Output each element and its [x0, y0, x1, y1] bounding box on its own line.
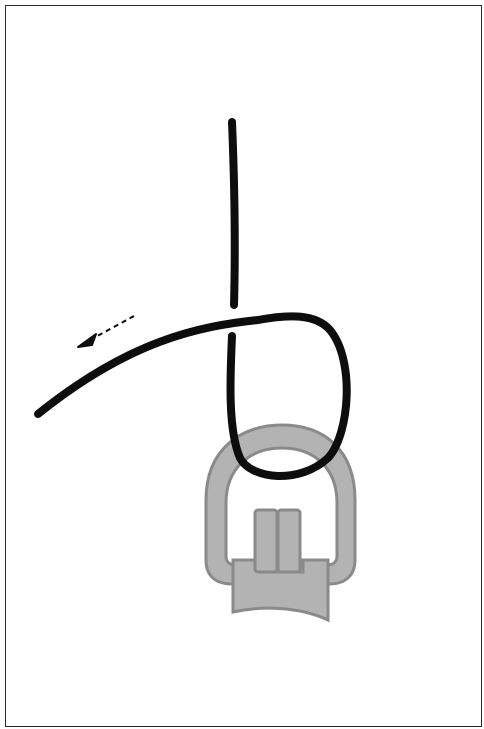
arrow-shaft	[89, 315, 135, 341]
clip-base	[231, 558, 330, 623]
dashed-arrow-icon	[77, 315, 135, 348]
cord-working-end	[34, 316, 262, 418]
arrow-head	[77, 333, 97, 348]
clip-prong-left	[253, 508, 279, 574]
clip-prong-right	[276, 508, 302, 574]
cord-standing-part	[228, 118, 239, 309]
cord-loop	[226, 312, 351, 480]
